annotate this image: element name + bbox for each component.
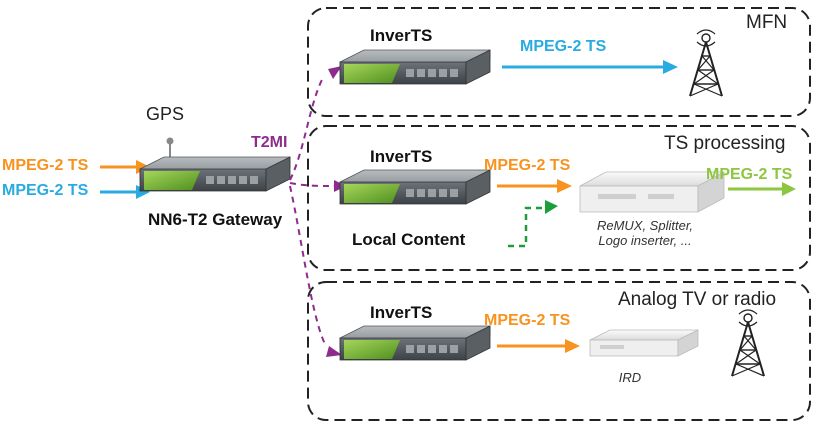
local-content-label: Local Content (352, 230, 466, 249)
gateway-input-blue-arrow (100, 185, 150, 199)
ts-invertts-device-icon (339, 169, 491, 205)
gateway-input-1-label: MPEG-2 TS (2, 157, 89, 174)
gps-label: GPS (146, 104, 185, 124)
ts-output-label: MPEG-2 TS (706, 166, 793, 183)
ird-icon (589, 329, 699, 357)
gateway-input-2-label: MPEG-2 TS (2, 182, 89, 199)
gateway-device-icon (139, 156, 291, 192)
ts-processing-box (307, 125, 811, 271)
ts-output-arrow (728, 182, 796, 196)
server-icon (579, 171, 725, 213)
analog-stream-arrow (497, 339, 580, 353)
mfn-stream-arrow (502, 60, 678, 74)
gateway-input-orange-arrow (100, 160, 150, 174)
gateway-label: NN6-T2 Gateway (148, 210, 283, 229)
t2mi-arrowhead-analog (326, 346, 342, 357)
analog-box (307, 281, 811, 421)
t2mi-label: T2MI (251, 134, 288, 151)
ts-processing-box-title: TS processing (664, 133, 786, 154)
ts-stream-label: MPEG-2 TS (484, 157, 571, 174)
t2mi-links (289, 75, 335, 347)
mfn-device-label: InverTS (370, 26, 433, 45)
analog-stream-label: MPEG-2 TS (484, 312, 571, 329)
ts-stream-arrow (497, 179, 572, 193)
t2mi-arrowhead-mfn (328, 66, 342, 79)
analog-box-title: Analog TV or radio (618, 289, 777, 310)
tower-icon (689, 29, 723, 97)
analog-tower-icon (731, 309, 765, 377)
analog-invertts-device-icon (339, 325, 491, 361)
mfn-box (307, 7, 811, 117)
gps-antenna-icon (166, 137, 174, 158)
mfn-box-title: MFN (746, 12, 788, 33)
ts-device-label: InverTS (370, 147, 433, 166)
mfn-invertts-device-icon (339, 49, 491, 85)
ird-caption: IRD (618, 370, 642, 385)
mfn-stream-label: MPEG-2 TS (520, 38, 607, 55)
local-content-link (508, 200, 558, 248)
analog-device-label: InverTS (370, 303, 433, 322)
processor-caption: ReMUX, Splitter, Logo inserter, ... (596, 218, 694, 248)
